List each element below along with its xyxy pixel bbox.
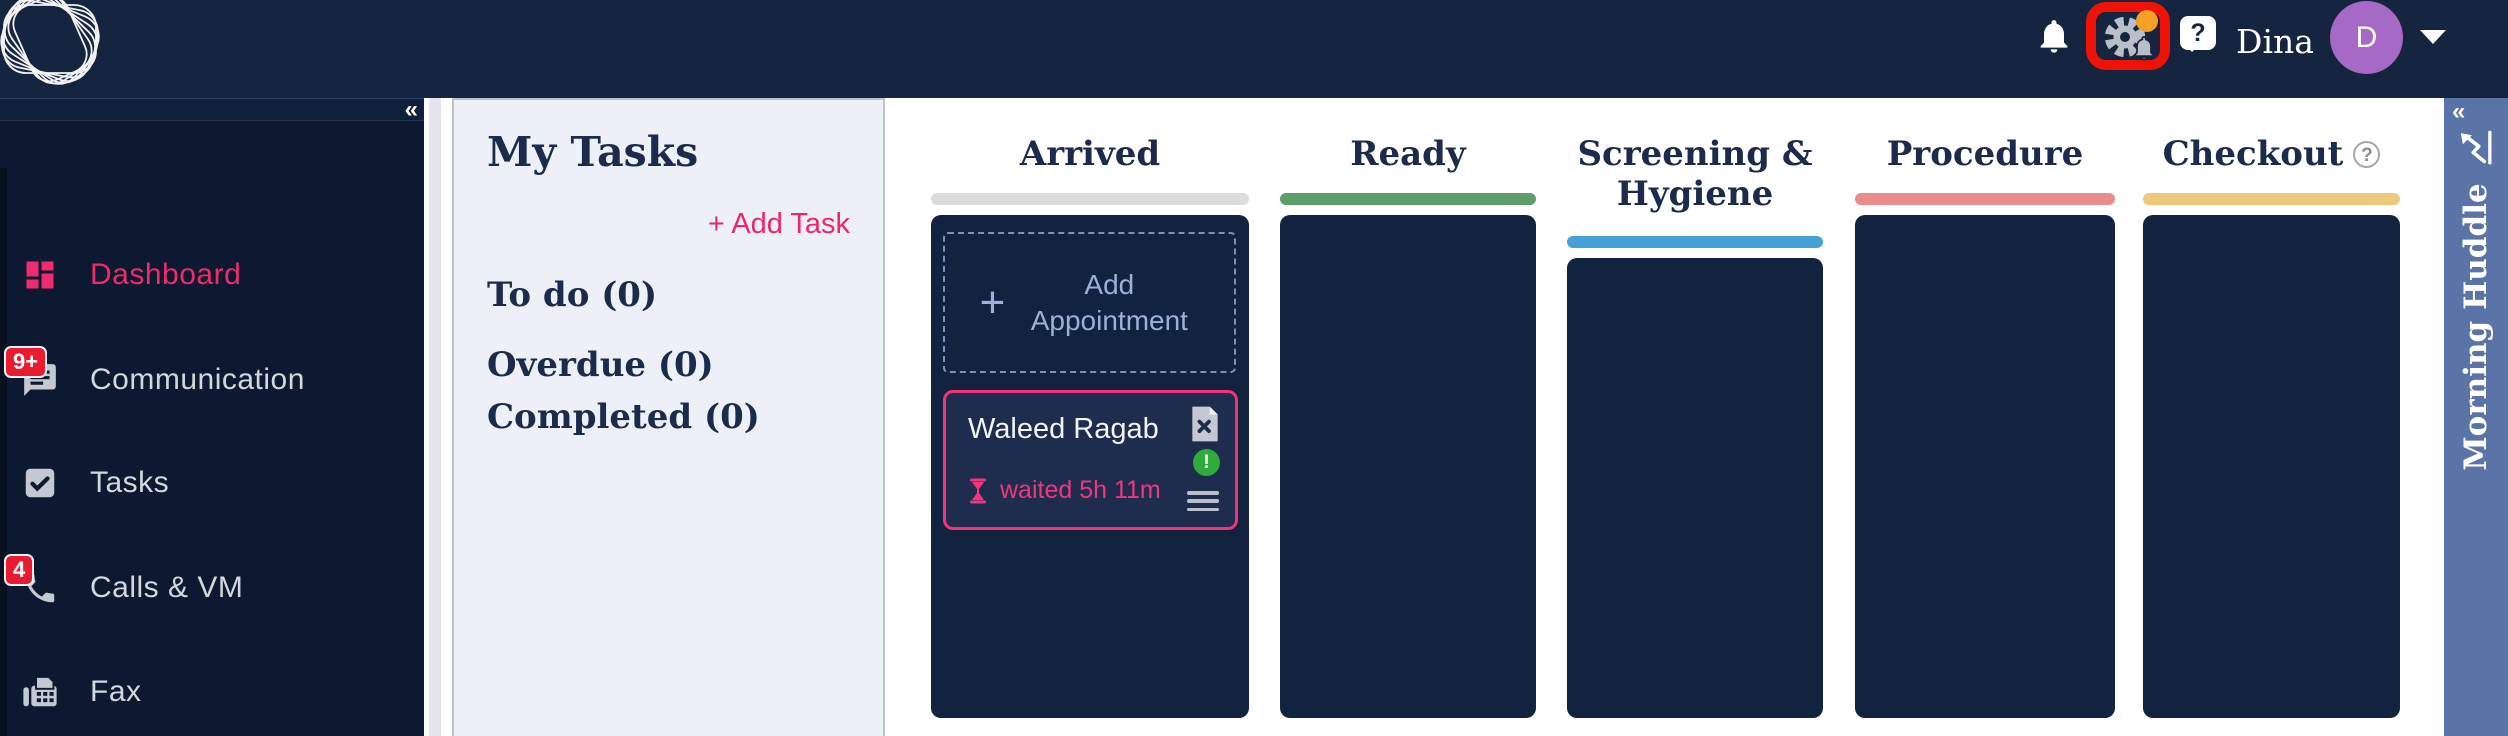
my-tasks-panel: My Tasks + Add Task To do (0) Overdue (0…: [452, 98, 885, 736]
overdue-section-header[interactable]: Overdue (0): [487, 345, 714, 385]
patient-name: Waleed Ragab: [968, 413, 1159, 445]
notifications-bell-icon[interactable]: [2034, 14, 2074, 58]
card-menu-icon[interactable]: [1187, 491, 1219, 511]
add-task-button[interactable]: + Add Task: [707, 208, 850, 240]
plus-icon: +: [979, 277, 1006, 327]
hourglass-icon: [970, 478, 986, 503]
column-title: Checkout?: [2143, 134, 2400, 174]
fax-icon: [23, 676, 57, 707]
chevron-down-icon[interactable]: [2420, 30, 2446, 44]
alert-status-icon[interactable]: !: [1193, 449, 1220, 476]
notification-settings-icon[interactable]: [2102, 10, 2160, 61]
todo-section-header[interactable]: To do (0): [487, 275, 658, 315]
sidebar-item-dashboard[interactable]: Dashboard: [0, 253, 424, 297]
column-underline: [2143, 193, 2400, 205]
sidebar-item-calls-vm[interactable]: 4 Calls & VM: [0, 554, 424, 610]
rail-rotated-content: Morning Huddle: [2458, 129, 2494, 471]
checkout-help-icon[interactable]: ?: [2353, 141, 2381, 168]
rail-collapse-button[interactable]: «: [2452, 98, 2466, 125]
column-underline: [1567, 236, 1823, 248]
wait-time: waited 5h 11m: [966, 476, 1161, 505]
column-underline: [931, 193, 1249, 205]
sidebar: « Dashboard 9+ Communication: [0, 98, 424, 736]
sidebar-item-label: Dashboard: [90, 258, 242, 291]
help-button[interactable]: ?: [2180, 16, 2216, 52]
morning-huddle-rail[interactable]: « Morning Huddle: [2444, 98, 2508, 736]
sidebar-collapse-button[interactable]: «: [404, 96, 418, 123]
column-dropzone[interactable]: + Add Appointment Waleed Ragab !: [931, 215, 1249, 718]
morning-huddle-title: Morning Huddle: [2458, 183, 2494, 471]
column-title: Ready: [1350, 134, 1466, 174]
wait-time-label: waited 5h 11m: [1000, 476, 1161, 504]
column-underline: [1280, 193, 1536, 205]
my-tasks-title: My Tasks: [487, 128, 699, 176]
unread-indicator-dot: [2136, 10, 2158, 32]
communication-badge: 9+: [4, 346, 48, 378]
calls-badge: 4: [4, 554, 35, 586]
brand-logo: [0, 0, 100, 85]
completed-section-header[interactable]: Completed (0): [487, 397, 760, 437]
main-content: My Tasks + Add Task To do (0) Overdue (0…: [424, 98, 2444, 736]
sidebar-item-label: Tasks: [90, 466, 170, 499]
column-title: Screening & Hygiene: [1577, 134, 1813, 214]
column-underline: [1855, 193, 2115, 205]
vertical-scrollbar[interactable]: [429, 98, 441, 736]
trend-chart-icon: [2460, 130, 2492, 165]
bell-small-icon: [2133, 36, 2155, 61]
annotation-highlight-ring: [2086, 2, 2170, 70]
gear-icon: [2104, 16, 2146, 58]
column-dropzone[interactable]: [2143, 215, 2400, 718]
column-dropzone[interactable]: [1855, 215, 2115, 718]
sidebar-item-fax[interactable]: Fax: [0, 670, 424, 714]
checkbox-icon: [25, 468, 55, 498]
sidebar-item-label: Fax: [90, 675, 142, 708]
sidebar-item-tasks[interactable]: Tasks: [0, 461, 424, 505]
add-appointment-button[interactable]: + Add Appointment: [943, 232, 1236, 373]
avatar[interactable]: D: [2330, 1, 2403, 74]
sidebar-item-label: Communication: [90, 363, 305, 396]
column-title: Arrived: [1019, 134, 1161, 174]
sidebar-scroll-track: [0, 168, 7, 736]
user-name: Dina: [2236, 22, 2314, 61]
add-appointment-label: Add Appointment: [1030, 268, 1188, 336]
column-dropzone[interactable]: [1280, 215, 1536, 718]
patient-card[interactable]: Waleed Ragab ! waited 5h 11m: [943, 390, 1238, 530]
sidebar-item-communication[interactable]: 9+ Communication: [0, 346, 424, 402]
dashboard-icon: [26, 261, 54, 289]
sidebar-header: «: [0, 96, 424, 123]
top-navigation-bar: ? Dina D: [0, 0, 2508, 98]
column-dropzone[interactable]: [1567, 258, 1823, 718]
missing-form-icon[interactable]: [1189, 405, 1221, 443]
column-title: Procedure: [1886, 134, 2084, 174]
column-title-label: Checkout: [2162, 134, 2344, 174]
sidebar-item-label: Calls & VM: [90, 571, 244, 604]
